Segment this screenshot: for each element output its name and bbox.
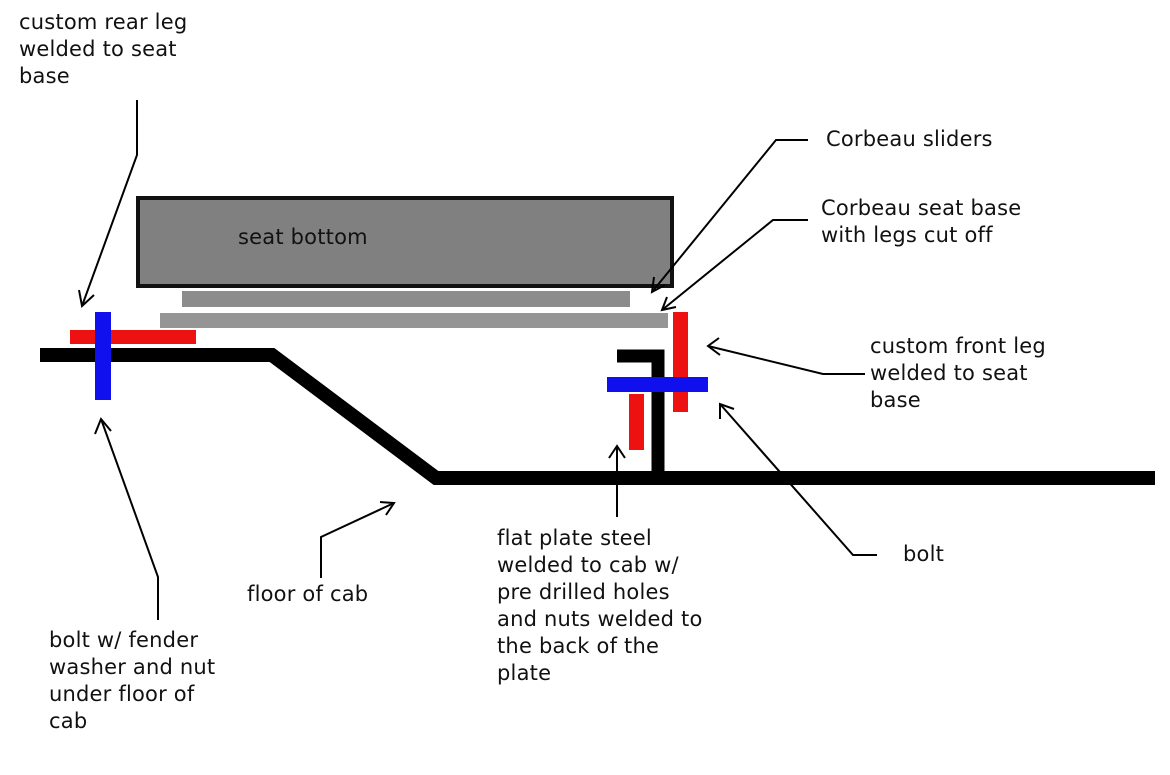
bolt-leader [719,403,877,556]
front-leg-label: custom front leg welded to seat base [870,334,1046,412]
floor-leader [320,502,395,578]
front-leg-leader [707,345,865,375]
rear-leg-label: custom rear leg welded to seat base [19,10,188,88]
corbeau-sliders [182,291,630,307]
corbeau-seat-base [160,313,668,328]
front-bolt [607,377,708,392]
floor-of-cab-label: floor of cab [247,582,369,606]
rear-leg [70,330,196,344]
floor-arrowhead [379,501,396,516]
front-leg [673,312,688,412]
sliders-arrowhead [650,276,666,294]
flat-plate-label: flat plate steel welded to cab w/ pre dr… [497,526,703,685]
rear-bolt-label: bolt w/ fender washer and nut under floo… [49,628,216,733]
rear-bolt-arrowhead [94,417,112,435]
rear-bolt-leader [100,418,159,620]
corbeau-seat-base-label: Corbeau seat base with legs cut off [821,196,1022,247]
corbeau-sliders-label: Corbeau sliders [826,127,993,151]
bolt-arrowhead [719,402,735,419]
front-leg-arrowhead [706,337,721,356]
flat-plate-steel [617,349,665,472]
seat-base-arrowhead [660,296,677,312]
bolt-label: bolt [903,542,945,566]
seat-base-leader [661,219,808,311]
rear-leg-leader [81,100,138,307]
plate-nut [629,394,644,450]
flat-plate-arrowhead [608,444,626,459]
seat-bottom-label: seat bottom [238,225,368,249]
rear-leg-arrowhead [78,289,95,308]
sliders-leader [651,139,808,293]
cab-floor [40,348,1155,485]
seat-bottom-block [136,196,674,288]
rear-bolt [95,312,111,400]
